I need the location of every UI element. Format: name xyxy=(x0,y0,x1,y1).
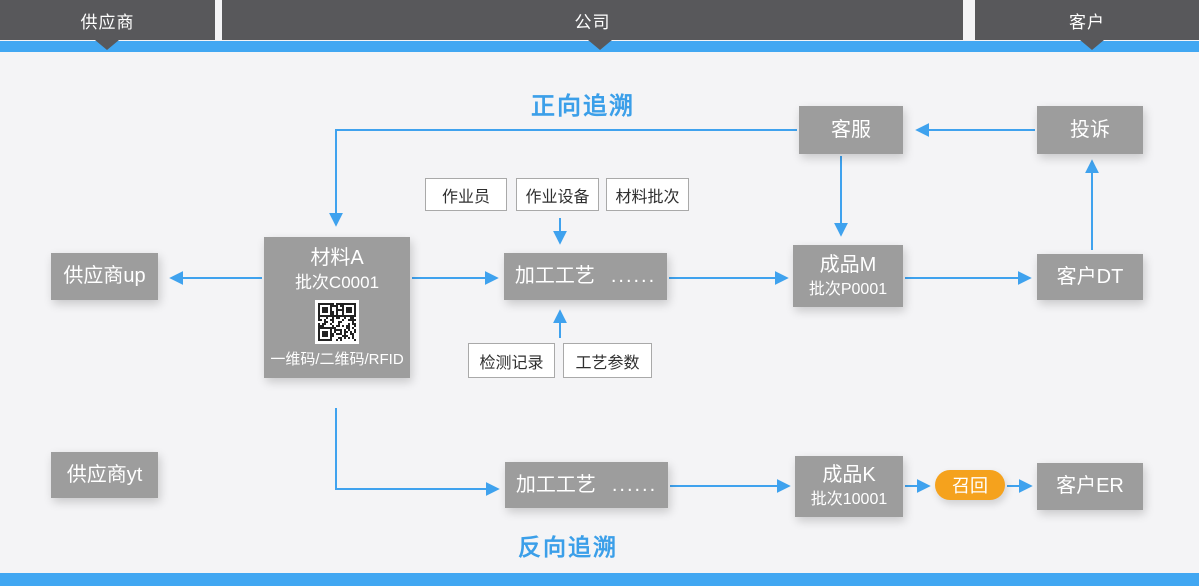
qr-code-icon xyxy=(315,299,359,344)
header-segment-customer: 客户 xyxy=(975,0,1199,40)
node-label: 材料A xyxy=(310,246,364,269)
node-label-suffix: ...... xyxy=(611,473,658,496)
bottom-blue-bar xyxy=(0,573,1199,586)
node-customer-service: 客服 xyxy=(799,106,903,154)
node-process-top: 加工工艺 ...... xyxy=(504,253,667,300)
recall-label: 召回 xyxy=(952,476,988,496)
backward-trace-title: 反向追溯 xyxy=(518,534,618,560)
tag-process-params: 工艺参数 xyxy=(563,343,652,378)
node-label: 投诉 xyxy=(1070,118,1110,141)
node-batch: 批次10001 xyxy=(810,491,888,509)
node-label: 客户ER xyxy=(1056,475,1124,497)
node-product-m: 成品M 批次P0001 xyxy=(793,245,903,307)
node-label: 成品K xyxy=(822,464,876,487)
node-material-a: 材料A 批次C0001 一维码/二维码/RFID xyxy=(264,237,410,378)
node-label: 加工工艺 xyxy=(515,473,596,496)
node-label: 客户DT xyxy=(1056,265,1124,288)
node-label: 成品M xyxy=(819,253,877,276)
header-segment-supplier: 供应商 xyxy=(0,0,215,40)
node-process-bottom: 加工工艺 ...... xyxy=(505,462,668,508)
node-supplier-up: 供应商up xyxy=(51,253,158,300)
header-label-customer: 客户 xyxy=(1069,12,1105,32)
node-label-suffix: ...... xyxy=(610,265,657,287)
triangle-pointer-company xyxy=(588,40,612,50)
node-label: 供应商up xyxy=(63,265,146,287)
node-supplier-yt: 供应商yt xyxy=(51,452,158,498)
code-caption: 一维码/二维码/RFID xyxy=(270,350,404,368)
node-complaint: 投诉 xyxy=(1037,106,1143,154)
node-label: 供应商yt xyxy=(66,463,143,486)
node-label: 加工工艺 xyxy=(514,265,595,287)
triangle-pointer-customer xyxy=(1080,40,1104,50)
triangle-pointer-supplier xyxy=(95,40,119,50)
tag-operator: 作业员 xyxy=(425,178,507,211)
node-product-k: 成品K 批次10001 xyxy=(795,456,903,517)
forward-trace-title: 正向追溯 xyxy=(531,93,635,120)
node-batch: 批次P0001 xyxy=(808,280,888,298)
header-segment-company: 公司 xyxy=(222,0,963,40)
tag-material-batch: 材料批次 xyxy=(606,178,689,211)
arrow-material-to-process-bottom xyxy=(335,408,500,496)
node-customer-er: 客户ER xyxy=(1037,463,1143,510)
node-label: 客服 xyxy=(831,118,871,141)
tag-equipment: 作业设备 xyxy=(516,178,599,211)
recall-badge: 召回 xyxy=(935,470,1005,500)
node-customer-dt: 客户DT xyxy=(1037,254,1143,300)
header-label-supplier: 供应商 xyxy=(80,12,135,32)
tag-inspection-record: 检测记录 xyxy=(468,343,555,378)
header-label-company: 公司 xyxy=(574,12,611,32)
node-batch: 批次C0001 xyxy=(294,272,380,292)
